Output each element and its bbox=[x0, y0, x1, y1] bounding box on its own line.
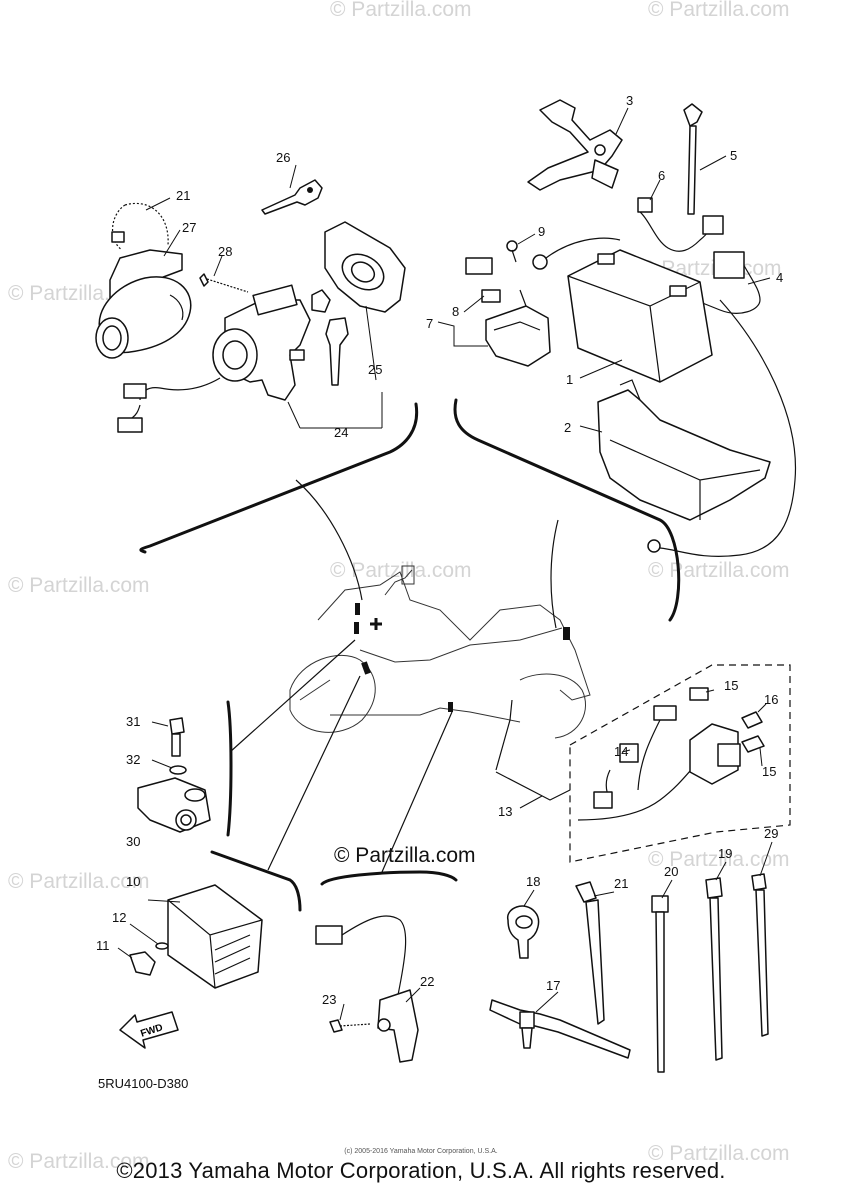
part-24-main-switch bbox=[212, 284, 311, 401]
callout-10: 10 bbox=[126, 874, 140, 889]
callout-6: 6 bbox=[658, 168, 665, 183]
watermark: © Partzilla.com bbox=[330, 559, 472, 582]
watermark: © Partzilla.com bbox=[8, 870, 150, 893]
leader-lines bbox=[117, 107, 773, 1021]
part-28-screw bbox=[199, 273, 249, 293]
callout-19: 19 bbox=[718, 846, 732, 861]
part-27-bracket bbox=[95, 249, 192, 359]
switch-keys bbox=[311, 289, 349, 386]
watermark: © Partzilla.com bbox=[8, 1150, 150, 1173]
callout-21-top: 21 bbox=[176, 188, 190, 203]
watermarks: © Partzilla.com © Partzilla.com © Partzi… bbox=[8, 0, 790, 1173]
callout-32: 32 bbox=[126, 752, 140, 767]
callout-20: 20 bbox=[664, 864, 678, 879]
part-7-relay bbox=[465, 257, 551, 367]
callout-30: 30 bbox=[126, 834, 140, 849]
part-9-bolt bbox=[506, 237, 621, 270]
switch-wire bbox=[117, 377, 221, 433]
watermark: © Partzilla.com bbox=[648, 559, 790, 582]
callout-26: 26 bbox=[276, 150, 290, 165]
part-2-box bbox=[597, 379, 771, 521]
watermark: © Partzilla.com bbox=[330, 0, 472, 21]
part-3-holder bbox=[527, 99, 623, 191]
part-6-cable bbox=[637, 197, 797, 557]
callout-14: 14 bbox=[614, 744, 628, 759]
callout-16: 16 bbox=[764, 692, 778, 707]
callout-21-bottom: 21 bbox=[614, 876, 628, 891]
part-1-battery bbox=[567, 249, 713, 383]
watermark: © Partzilla.com bbox=[648, 848, 790, 871]
callout-31: 31 bbox=[126, 714, 140, 729]
watermark: © Partzilla.com bbox=[648, 1142, 790, 1165]
part-5-band bbox=[683, 103, 703, 215]
cable-ties bbox=[575, 873, 769, 1073]
callout-12: 12 bbox=[112, 910, 126, 925]
callout-labels: 3 5 6 4 9 8 7 1 2 21 27 28 26 24 25 31 3… bbox=[96, 93, 783, 1091]
callout-22: 22 bbox=[420, 974, 434, 989]
callout-13: 13 bbox=[498, 804, 512, 819]
part-26-key bbox=[261, 179, 323, 215]
callout-11: 11 bbox=[96, 938, 110, 953]
callout-15-top: 15 bbox=[724, 678, 738, 693]
callout-27: 27 bbox=[182, 220, 196, 235]
callout-9: 9 bbox=[538, 224, 545, 239]
callout-24: 24 bbox=[334, 425, 348, 440]
callout-7: 7 bbox=[426, 316, 433, 331]
part-30-group bbox=[137, 717, 211, 833]
part-25-cover bbox=[324, 221, 406, 313]
small-copyright: (c) 2005-2016 Yamaha Motor Corporation, … bbox=[344, 1148, 498, 1155]
callout-29: 29 bbox=[764, 826, 778, 841]
callout-17: 17 bbox=[546, 978, 560, 993]
callout-5: 5 bbox=[730, 148, 737, 163]
part-18-clamp bbox=[507, 905, 540, 959]
callout-4: 4 bbox=[776, 270, 783, 285]
callout-15-bottom: 15 bbox=[762, 764, 776, 779]
fwd-arrow: FWD bbox=[119, 1011, 179, 1049]
part-21-strap bbox=[111, 202, 169, 251]
callout-18: 18 bbox=[526, 874, 540, 889]
watermark: © Partzilla.com bbox=[648, 0, 790, 21]
harness-box bbox=[569, 664, 791, 863]
callout-2: 2 bbox=[564, 420, 571, 435]
motorcycle-outline bbox=[289, 565, 591, 739]
callout-8: 8 bbox=[452, 304, 459, 319]
callout-23: 23 bbox=[322, 992, 336, 1007]
center-watermark: © Partzilla.com bbox=[334, 844, 476, 867]
callout-1: 1 bbox=[566, 372, 573, 387]
part-17-clamp bbox=[489, 999, 631, 1059]
callout-28: 28 bbox=[218, 244, 232, 259]
diagram-code: 5RU4100-D380 bbox=[98, 1076, 188, 1091]
part-22-sensor bbox=[315, 915, 419, 1063]
watermark: © Partzilla.com bbox=[8, 574, 150, 597]
callout-3: 3 bbox=[626, 93, 633, 108]
part-10-rectifier bbox=[129, 884, 263, 989]
callout-25: 25 bbox=[368, 362, 382, 377]
connection-marks bbox=[354, 603, 570, 712]
group-brackets bbox=[139, 398, 681, 912]
copyright-notice: ©2013 Yamaha Motor Corporation, U.S.A. A… bbox=[116, 1158, 726, 1183]
